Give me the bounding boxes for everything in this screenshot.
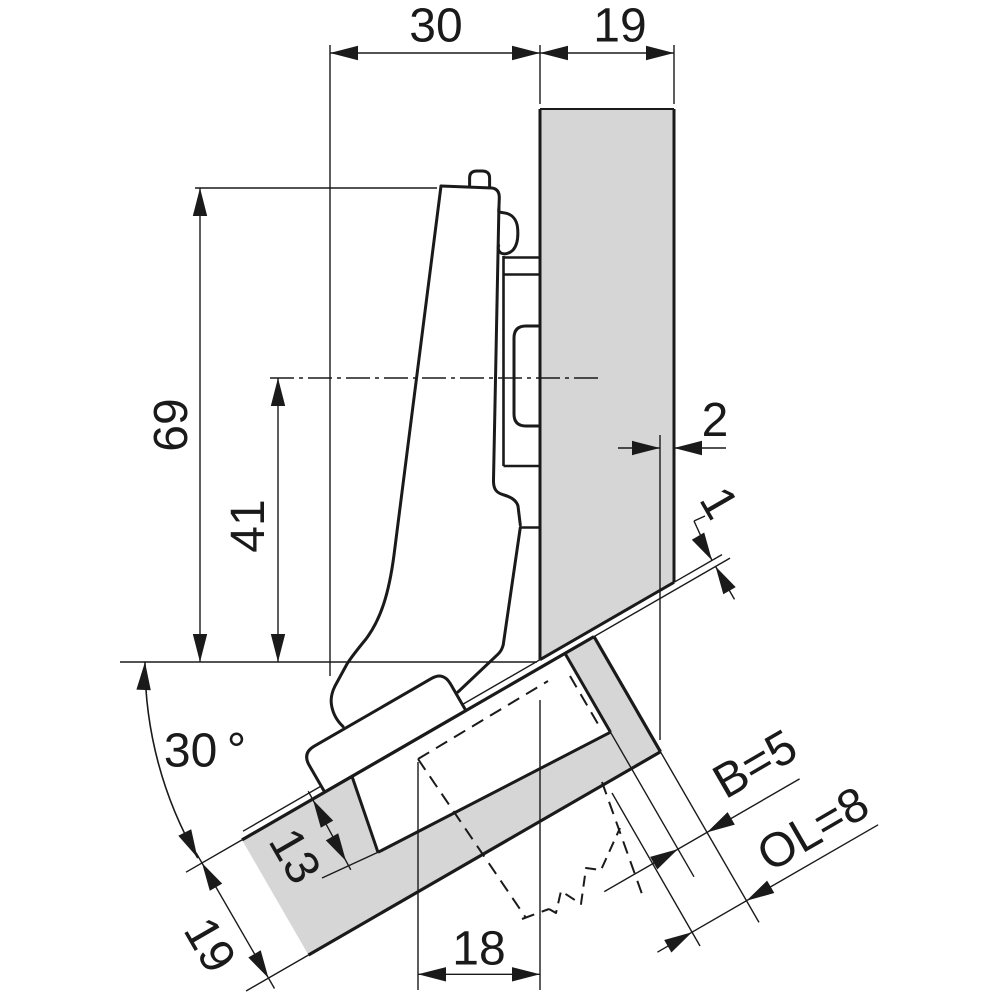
svg-text:41: 41: [222, 499, 275, 552]
svg-text:2: 2: [702, 394, 729, 447]
svg-text:18: 18: [452, 923, 505, 976]
svg-text:30: 30: [409, 0, 462, 53]
svg-text:69: 69: [145, 398, 198, 451]
svg-text:19: 19: [593, 0, 646, 53]
svg-text:30 °: 30 °: [164, 725, 246, 778]
